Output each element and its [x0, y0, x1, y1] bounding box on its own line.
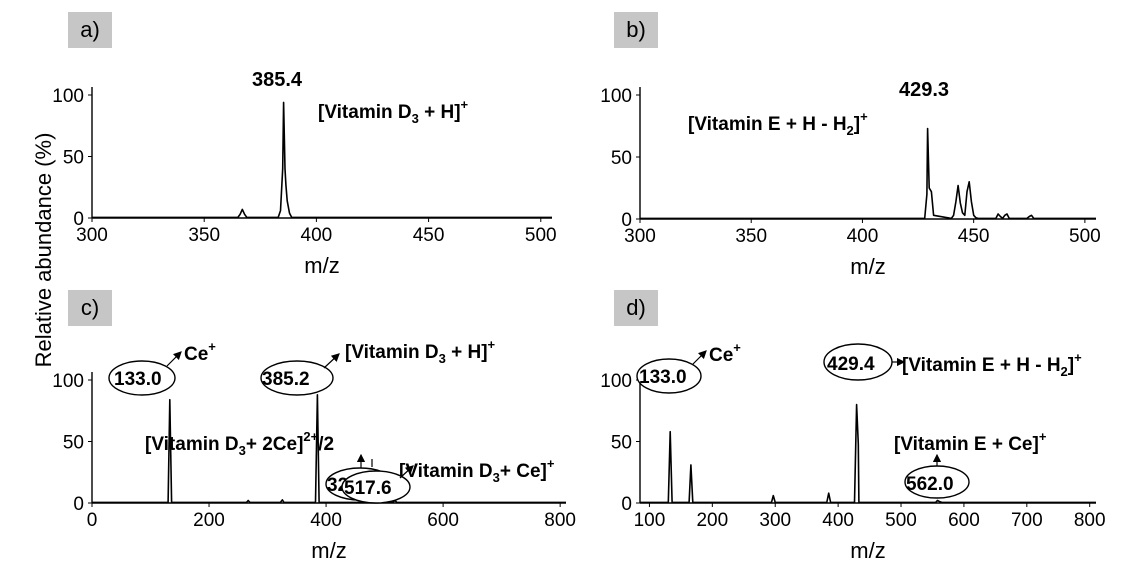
x-tick-label: 300 [759, 510, 791, 531]
ion-annotation: 385.4 [252, 69, 303, 91]
x-tick-label: 600 [948, 510, 980, 531]
c-517-arrow [399, 465, 414, 479]
peak-mz-label: 429.4 [827, 354, 875, 375]
x-tick-label: 800 [1074, 510, 1106, 531]
x-tick-label: 200 [696, 510, 728, 531]
ion-annotation: [Vitamin E + H - H2]+ [902, 350, 1082, 379]
x-tick-label: 700 [1011, 510, 1043, 531]
x-tick-label: 400 [847, 226, 879, 247]
peak-label-ellipse [108, 360, 176, 396]
x-tick-label: 300 [76, 225, 108, 246]
x-axis-title: m/z [850, 254, 885, 279]
chart-panel-a: 0 50 100 300 350 400 450 500 m/z 385.4 [Vitamin D3… [52, 69, 556, 278]
spectrum-series-line [640, 403, 1096, 504]
peak-mz-label: 517.6 [344, 478, 392, 499]
x-tick-label: 500 [525, 225, 557, 246]
x-tick-label: 300 [624, 226, 656, 247]
panel-tag-b: b) [614, 12, 658, 48]
y-tick-label: 50 [611, 433, 632, 454]
y-tick-label: 0 [621, 494, 632, 515]
y-tick-label: 0 [621, 210, 632, 231]
peak-label-ellipse [636, 358, 702, 394]
panel-tag-c: c) [68, 290, 112, 326]
ion-annotation: [Vitamin E + H - H2]+ [688, 109, 868, 138]
x-axis-title: m/z [311, 538, 346, 562]
x-tick-label: 200 [193, 510, 225, 531]
x-tick-label: 500 [885, 510, 917, 531]
x-tick-label: 350 [188, 225, 220, 246]
panel-tag-d: d) [614, 290, 658, 326]
peak-label-ellipse [260, 360, 334, 396]
ion-annotation: [Vitamin D3+ 2Ce]2+/2 [145, 429, 334, 458]
peak-mz-label: 133.0 [114, 369, 162, 390]
y-tick-label: 100 [52, 371, 84, 392]
spectrum-series-line [640, 127, 1096, 220]
ion-annotation: [Vitamin D3 + H]+ [318, 97, 469, 126]
x-tick-label: 450 [413, 225, 445, 246]
x-tick-label: 600 [427, 510, 459, 531]
y-tick-label: 50 [611, 148, 632, 169]
ion-annotation: [Vitamin E + Ce]+ [894, 429, 1047, 455]
ion-annotation: Ce+ [709, 340, 741, 366]
chart-panel-d: 0 50 100 100 200 300 400 500 600 700 800 m/z 133.0 Ce… [600, 340, 1105, 562]
ion-annotation: Ce+ [184, 339, 216, 365]
c-ce-arrow [166, 351, 182, 367]
chart-panel-b: 0 50 100 300 350 400 450 500 m/z 429.3 [Vitamin E … [600, 79, 1100, 279]
spectrum-series-line [92, 101, 552, 219]
peak-mz-label: 133.0 [639, 367, 687, 388]
x-tick-label: 400 [822, 510, 854, 531]
x-tick-label: 400 [310, 510, 342, 531]
x-tick-label: 100 [634, 510, 666, 531]
x-tick-label: 450 [958, 226, 990, 247]
y-tick-label: 0 [73, 209, 84, 230]
x-axis-title: m/z [850, 538, 885, 562]
y-tick-label: 50 [63, 148, 84, 169]
y-tick-label: 0 [73, 494, 84, 515]
c-385-arrow [323, 353, 340, 369]
ion-annotation: 429.3 [899, 79, 949, 101]
peak-mz-label: 562.0 [906, 474, 954, 495]
x-tick-label: 0 [87, 510, 98, 531]
y-tick-label: 100 [600, 86, 632, 107]
x-tick-label: 500 [1069, 226, 1101, 247]
x-tick-label: 400 [301, 225, 333, 246]
y-tick-label: 100 [52, 86, 84, 107]
x-tick-label: 350 [735, 226, 767, 247]
y-tick-label: 50 [63, 433, 84, 454]
y-tick-label: 100 [600, 371, 632, 392]
chart-panel-c: 0 50 100 0 200 400 600 800 m/z 133.0 Ce+ 385.2 [Vita… [52, 337, 576, 562]
ion-annotation: [Vitamin D3 + H]+ [345, 337, 496, 366]
peak-label-ellipse [341, 470, 411, 504]
d-ce-arrow [692, 350, 707, 365]
x-axis-title: m/z [304, 253, 339, 278]
panel-tag-a: a) [68, 12, 112, 48]
spectrum-series-line [92, 393, 566, 504]
x-tick-label: 800 [544, 510, 576, 531]
peak-mz-label: 385.2 [262, 369, 310, 390]
ion-annotation: [Vitamin D3+ Ce]+ [399, 456, 555, 485]
